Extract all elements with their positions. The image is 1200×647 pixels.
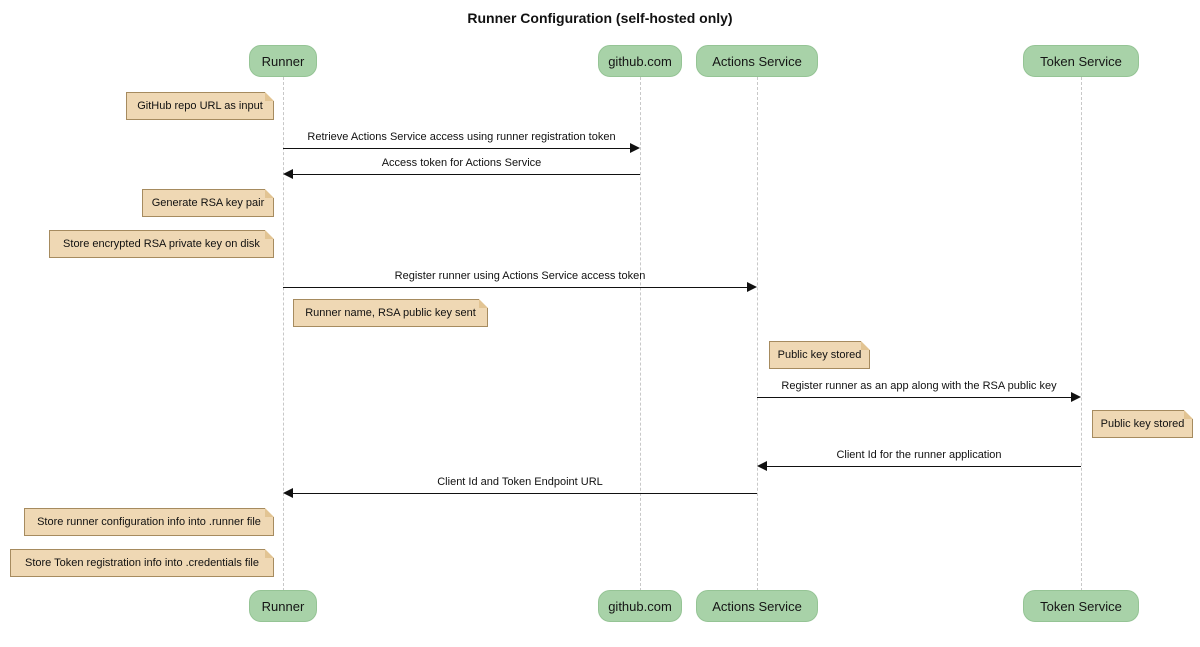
message-label: Access token for Actions Service: [381, 157, 542, 169]
participant-label: Token Service: [1040, 53, 1122, 69]
message-line: [292, 174, 640, 175]
message-line: [283, 148, 631, 149]
message-line: [283, 287, 748, 288]
arrowhead-icon: [747, 282, 757, 292]
lifeline-actions: [757, 77, 758, 591]
note-fold-icon: [265, 189, 274, 198]
message-label: Register runner as an app along with the…: [781, 380, 1057, 392]
arrowhead-icon: [630, 143, 640, 153]
note: Store Token registration info into .cred…: [10, 549, 274, 577]
note-label: Store runner configuration info into .ru…: [37, 516, 261, 528]
arrowhead-icon: [283, 488, 293, 498]
note-label: Runner name, RSA public key sent: [305, 307, 476, 319]
lifeline-runner: [283, 77, 284, 591]
lifeline-token: [1081, 77, 1082, 591]
note-fold-icon: [1184, 410, 1193, 419]
participant-label: Runner: [261, 53, 305, 69]
participant-runner-bottom: Runner: [249, 590, 317, 622]
lifeline-github: [640, 77, 641, 591]
arrowhead-icon: [1071, 392, 1081, 402]
message-line: [292, 493, 757, 494]
message-label: Register runner using Actions Service ac…: [394, 270, 646, 282]
participant-github-top: github.com: [598, 45, 682, 77]
participant-actions-bottom: Actions Service: [696, 590, 818, 622]
note-fold-icon: [479, 299, 488, 308]
participant-label: github.com: [608, 53, 672, 69]
note-fold-icon: [265, 92, 274, 101]
participant-runner-top: Runner: [249, 45, 317, 77]
note-label: GitHub repo URL as input: [137, 100, 263, 112]
note: GitHub repo URL as input: [126, 92, 274, 120]
note-fold-icon: [265, 508, 274, 517]
note: Store encrypted RSA private key on disk: [49, 230, 274, 258]
participant-label: Actions Service: [712, 598, 802, 614]
message-label: Retrieve Actions Service access using ru…: [307, 131, 616, 143]
participant-label: Actions Service: [712, 53, 802, 69]
participant-github-bottom: github.com: [598, 590, 682, 622]
note-label: Store encrypted RSA private key on disk: [63, 238, 260, 250]
message-label: Client Id for the runner application: [836, 449, 1002, 461]
message-line: [757, 397, 1072, 398]
note: Store runner configuration info into .ru…: [24, 508, 274, 536]
note-fold-icon: [265, 230, 274, 239]
note: Public key stored: [1092, 410, 1193, 438]
participant-label: github.com: [608, 598, 672, 614]
arrowhead-icon: [757, 461, 767, 471]
note: Runner name, RSA public key sent: [293, 299, 488, 327]
diagram-title: Runner Configuration (self-hosted only): [467, 10, 733, 26]
message-label: Client Id and Token Endpoint URL: [437, 476, 603, 488]
participant-token-bottom: Token Service: [1023, 590, 1139, 622]
note-label: Store Token registration info into .cred…: [25, 557, 259, 569]
note-label: Public key stored: [1100, 418, 1185, 430]
note: Public key stored: [769, 341, 870, 369]
note-label: Public key stored: [777, 349, 862, 361]
note-label: Generate RSA key pair: [151, 197, 265, 209]
note-fold-icon: [265, 549, 274, 558]
participant-label: Runner: [261, 598, 305, 614]
note: Generate RSA key pair: [142, 189, 274, 217]
participant-actions-top: Actions Service: [696, 45, 818, 77]
message-line: [766, 466, 1081, 467]
note-fold-icon: [861, 341, 870, 350]
arrowhead-icon: [283, 169, 293, 179]
participant-label: Token Service: [1040, 598, 1122, 614]
participant-token-top: Token Service: [1023, 45, 1139, 77]
